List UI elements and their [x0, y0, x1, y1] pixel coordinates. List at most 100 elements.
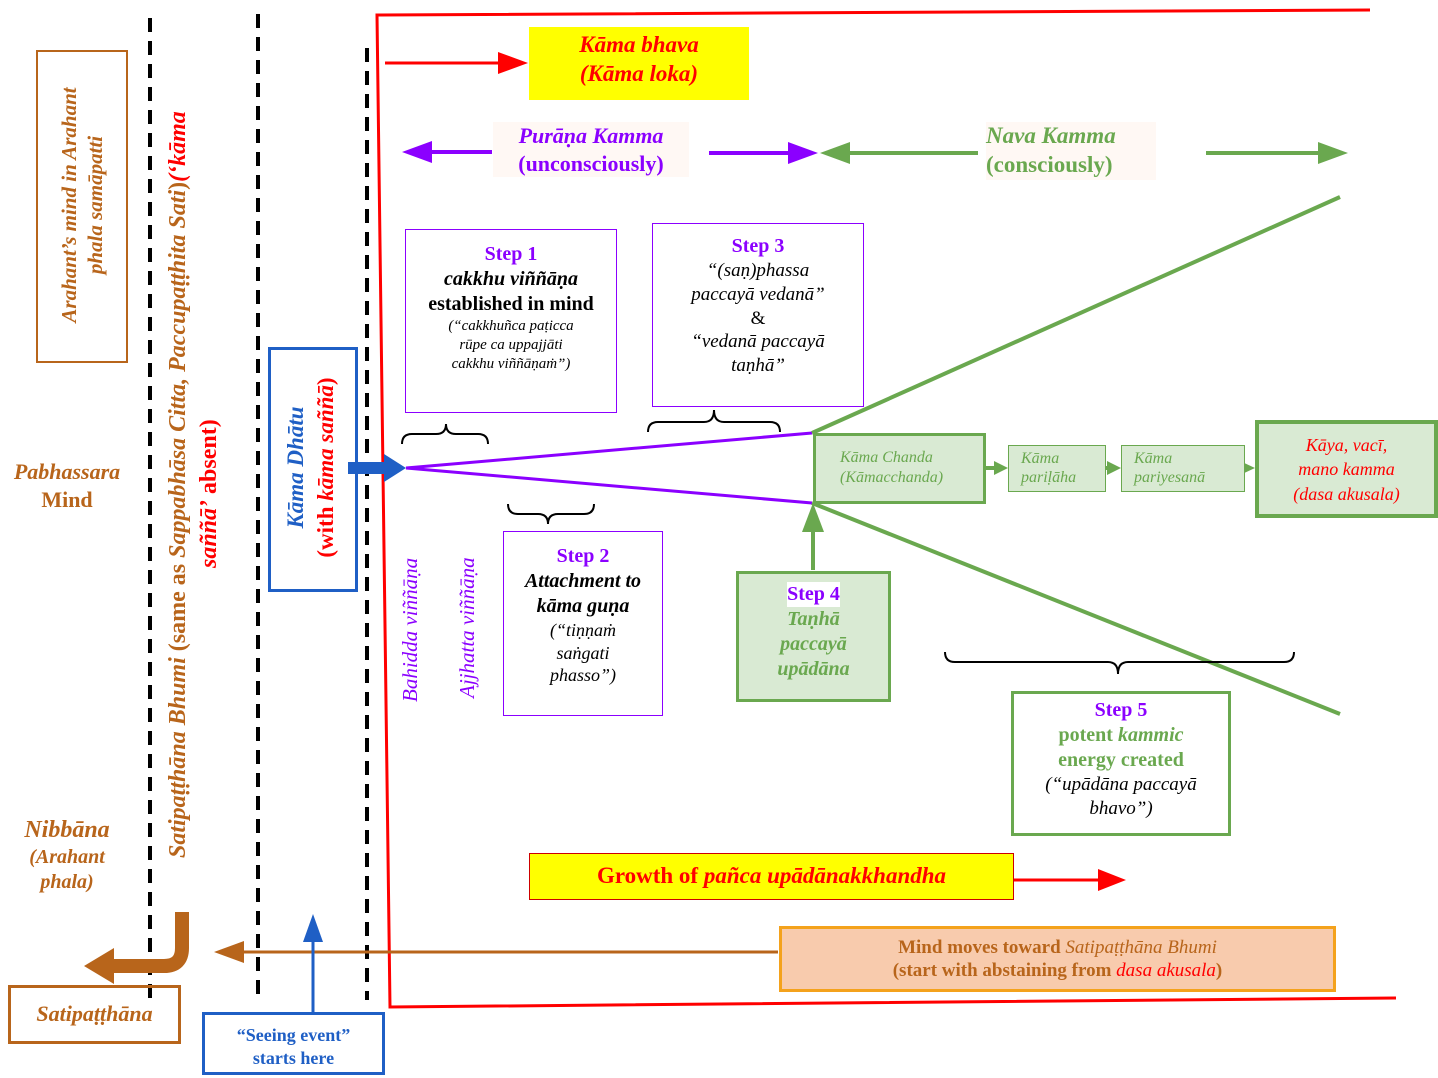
satipatthana-label: Satipaṭṭhāna [36, 1001, 153, 1026]
nava-kamma-title: Nava Kamma [986, 123, 1116, 148]
mind-moves-line2b: dasa akusala [1116, 959, 1216, 981]
step3-q2: paccayā vedanā” [691, 283, 825, 305]
step5-q1: (“upādāna paccayā [1045, 774, 1197, 795]
satipatthana-bhumi-close: ) [165, 181, 191, 190]
step3-box: Step 3 “(saṇ)phassa paccayā vedanā” & “v… [652, 223, 864, 407]
nibbana-line2: (Arahant [29, 846, 105, 868]
mind-moves-line1b: Satipaṭṭhāna Bhumi [1065, 937, 1217, 958]
step3-q1: “(saṇ)phassa [706, 260, 810, 281]
kamma-box: Kāya, vacī, mano kamma (dasa akusala) [1255, 420, 1438, 518]
arahant-mind-text: Arahant’s mind in Arahant phala samāpatt… [56, 65, 109, 345]
step5-q2: bhavo”) [1089, 797, 1153, 819]
step3-q3: “vedanā paccayā [691, 331, 825, 353]
nibbana-line1: Nibbāna [24, 817, 110, 843]
nava-arrow-left-head [820, 142, 850, 164]
kama-chanda-line1: Kāma Chanda [840, 449, 933, 466]
step3-q4: taṇhā” [731, 355, 785, 376]
step2-line1: Attachment to [524, 570, 642, 592]
bahidda-vinnana: Bahidda viññāṇa [398, 557, 422, 702]
step3-amp: & [750, 307, 766, 329]
step5-line1b: kammic [1117, 724, 1184, 746]
origin-arrow-head [384, 454, 406, 482]
kama-dhatu-sanna: kāma saññā [312, 385, 338, 501]
return-arrow-head [214, 941, 244, 963]
purple-line-upper [405, 431, 813, 470]
ajjhatta-vinnana: Ajjhatta viññāṇa [455, 557, 479, 698]
satipatthana-bhumi-sanna-line: saññā’ [196, 499, 223, 568]
parilaha-line1: Kāma [1021, 450, 1060, 467]
pabhassara-mind-label: Pabhassara Mind [4, 458, 130, 513]
seeing-event-line2: starts here [252, 1047, 335, 1068]
kama-dhatu-close: ) [312, 377, 338, 386]
step3-title: Step 3 [731, 235, 785, 257]
pabhassara-line2: Mind [41, 486, 93, 512]
kama-dhatu-with: (with [312, 500, 338, 558]
chain-arrow-1-head [994, 461, 1008, 475]
mind-moves-line2c: ) [1215, 959, 1223, 981]
kamma-line1: Kāya, vacī, [1305, 435, 1388, 455]
seeing-event-line1: “Seeing event” [236, 1025, 351, 1045]
satipatthana-bhumi-text: Satipaṭṭhāna Bhumi (same as Sappabhāsa C… [163, 58, 225, 858]
growth-term: pañca upādānakkhandha [703, 863, 947, 888]
step2-q2: saṅgati [556, 642, 610, 663]
satipatthana-bhumi-kama-sanna: (‘kāma [165, 111, 191, 182]
green-line-upper [811, 195, 1341, 435]
kamma-line3: (dasa akusala) [1293, 483, 1400, 504]
purana-arrow-left-head [402, 141, 432, 163]
step2-q1: (“tiṇṇaṁ [549, 620, 616, 640]
arahant-mind-line2: phala samāpatti [83, 135, 108, 275]
step1-line1: cakkhu viññāṇa [444, 268, 578, 290]
kama-bhava-line1: Kāma bhava [579, 32, 699, 57]
step4-line2: paccayā [780, 633, 847, 655]
growth-arrow-head [1098, 869, 1126, 891]
mind-moves-line1a: Mind moves toward [898, 937, 1066, 958]
satipatthana-bhumi-absent: absent) [196, 419, 223, 500]
pariyesana-box: Kāma pariyesanā [1121, 445, 1245, 492]
step4-line3: upādāna [777, 658, 850, 680]
step2-q3: phasso”) [549, 665, 616, 685]
bent-arrow-to-satipatthana [112, 912, 189, 973]
step5-box: Step 5 potent kammic energy created (“up… [1011, 691, 1231, 836]
satipatthana-box: Satipaṭṭhāna [8, 985, 181, 1044]
step1-q2: rūpe ca uppajjāti [459, 336, 563, 353]
step4-title: Step 4 [787, 582, 840, 607]
arrow-to-kama-bhava-head [498, 52, 528, 74]
brace-step1 [401, 423, 489, 445]
purple-line-lower [405, 466, 813, 505]
pariyesana-line1: Kāma [1134, 450, 1173, 467]
mind-moves-line2a: (start with abstaining from [892, 959, 1117, 981]
kamma-line2: mano kamma [1298, 459, 1395, 480]
kama-bhava-line2: (Kāma loka) [579, 60, 699, 86]
satipatthana-bhumi-same-as: (same as [165, 557, 191, 658]
step1-q1: (“cakkhuñca paṭicca [448, 318, 574, 334]
satipatthana-bhumi-sappabhasa: Sappabhāsa Citta, Paccupaṭṭhita Sati [165, 189, 191, 558]
chain-arrow-2-head [1107, 461, 1121, 475]
step5-line2: energy created [1058, 749, 1184, 771]
parilaha-box: Kāma pariḷāha [1008, 445, 1106, 492]
step2-line2: kāma guṇa [536, 595, 630, 617]
step1-box: Step 1 cakkhu viññāṇa established in min… [405, 229, 617, 413]
step5-line1a: potent [1058, 724, 1118, 746]
nibbana-line3: phala) [40, 871, 94, 893]
nibbana-label: Nibbāna (Arahant phala) [4, 815, 130, 895]
pariyesana-line2: pariyesanā [1134, 469, 1206, 487]
kama-chanda-line2: (Kāmacchanda) [840, 469, 944, 486]
mind-moves-box: Mind moves toward Satipaṭṭhāna Bhumi (st… [779, 926, 1336, 992]
step4-line1: Taṇhā [787, 608, 840, 630]
step4-arrow-head [802, 503, 824, 532]
step1-title: Step 1 [484, 243, 538, 265]
seeing-event-arrow-head [303, 914, 323, 942]
brace-step2 [507, 503, 595, 525]
arahant-mind-box [36, 50, 128, 363]
kama-dhatu-box [268, 347, 358, 592]
green-line-lower [811, 501, 1341, 716]
kama-dhatu-name: Kāma Dhātu [283, 406, 308, 529]
step1-q3: cakkhu viññāṇaṁ”) [451, 355, 571, 372]
purana-kamma-title: Purāṇa Kamma [518, 123, 664, 148]
kama-bhava-box: Kāma bhava (Kāma loka) [529, 27, 749, 100]
arahant-mind-line1: Arahant’s mind in Arahant [57, 87, 81, 323]
satipatthana-bhumi-name: Satipaṭṭhāna Bhumi [165, 657, 191, 858]
nava-kamma-label: Nava Kamma (consciously) [986, 122, 1156, 180]
brace-step3 [647, 409, 781, 433]
